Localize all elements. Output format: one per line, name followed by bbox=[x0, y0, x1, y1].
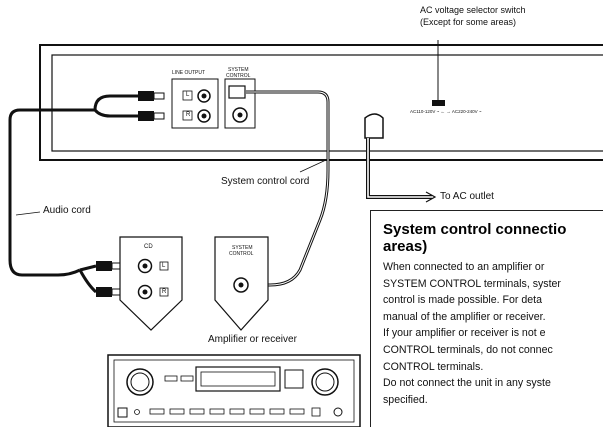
info-box-line: control is made possible. For deta bbox=[383, 294, 542, 307]
amp-cd-label: CD bbox=[144, 244, 153, 250]
info-box-line: CONTROL terminals. bbox=[383, 360, 484, 373]
system-control-info-box: System control connectio areas) When con… bbox=[370, 210, 603, 427]
system-control-cord-label: System control cord bbox=[221, 176, 310, 187]
amp-jack-label-r: R bbox=[162, 289, 167, 295]
amp-system-control-label-1: SYSTEM bbox=[232, 245, 253, 251]
line-output-label: LINE OUTPUT bbox=[172, 70, 206, 76]
amplifier-system-control-panel bbox=[214, 236, 269, 331]
info-box-line: Do not connect the unit in any syste bbox=[383, 377, 551, 390]
system-control-panel-label-2: CONTROL bbox=[226, 73, 251, 79]
amplifier-or-receiver-label: Amplifier or receiver bbox=[208, 334, 297, 345]
audio-cord-label: Audio cord bbox=[43, 205, 91, 216]
ac-voltage-selector-switch bbox=[432, 40, 445, 106]
power-cord bbox=[364, 113, 437, 203]
info-box-line: specified. bbox=[383, 393, 428, 406]
info-box-heading-line-1: System control connectio bbox=[383, 221, 567, 238]
voltage-marking: AC110-120V ~ ← → AC220-240V ~ bbox=[410, 109, 482, 114]
line-output-terminal bbox=[171, 78, 219, 129]
system-control-panel-label-1: SYSTEM bbox=[228, 67, 249, 73]
info-box-line: When connected to an amplifier or bbox=[383, 261, 545, 273]
jack-label-l: L bbox=[186, 92, 190, 98]
ac-switch-label-line2: (Except for some areas) bbox=[420, 17, 517, 27]
amplifier-cd-input-panel bbox=[119, 236, 183, 331]
to-ac-outlet-label: To AC outlet bbox=[440, 191, 494, 202]
info-box-body: When connected to an amplifier or SYSTEM… bbox=[383, 259, 603, 408]
info-box-heading: System control connectio areas) bbox=[383, 221, 566, 255]
info-box-line: manual of the amplifier or receiver. bbox=[383, 310, 546, 323]
amp-system-control-label-2: CONTROL bbox=[229, 251, 254, 257]
info-box-heading-line-2: areas) bbox=[383, 238, 428, 255]
audio-cord bbox=[8, 91, 165, 297]
amp-jack-label-l: L bbox=[162, 263, 166, 269]
info-box-line: CONTROL terminals, do not connec bbox=[383, 343, 553, 356]
unit-rear-panel bbox=[39, 44, 603, 161]
jack-label-r: R bbox=[186, 112, 191, 118]
info-box-line: If your amplifier or receiver is not e bbox=[383, 327, 546, 340]
amplifier-front bbox=[107, 354, 361, 427]
ac-switch-label-line1: AC voltage selector switch bbox=[420, 5, 526, 15]
info-box-line: SYSTEM CONTROL terminals, syster bbox=[383, 277, 561, 290]
system-control-terminal bbox=[224, 78, 256, 129]
